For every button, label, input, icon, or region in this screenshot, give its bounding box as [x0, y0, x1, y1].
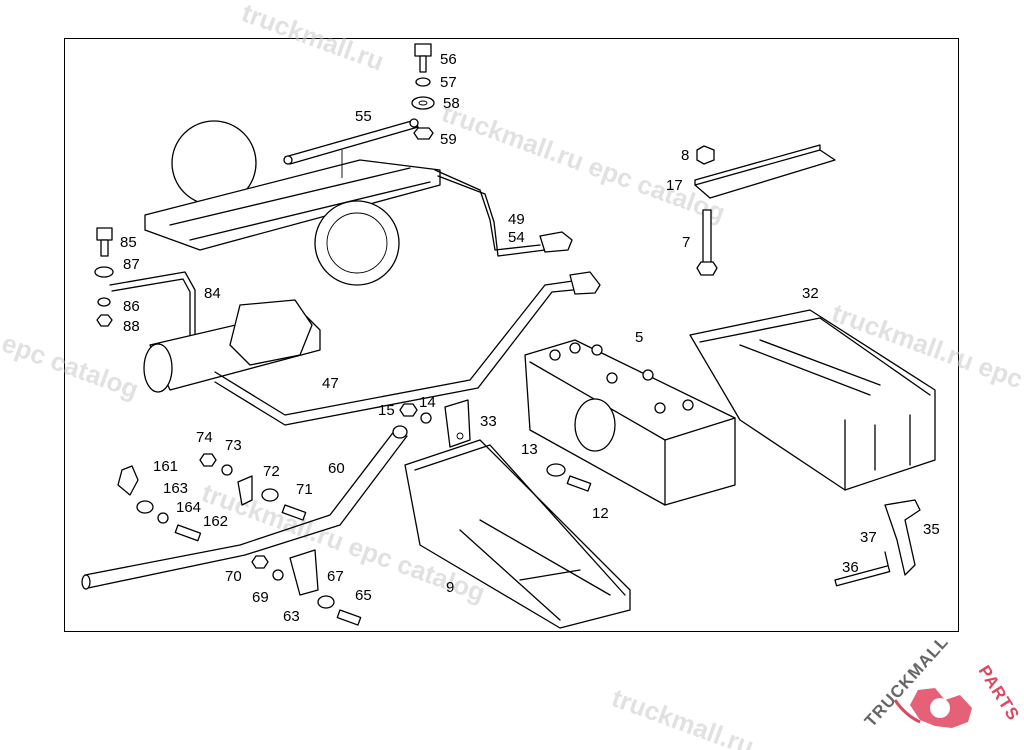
label-13: 13 — [521, 441, 538, 458]
label-33: 33 — [480, 413, 497, 430]
watermark-1: truckmall.ru — [238, 0, 388, 77]
label-49: 49 — [508, 211, 525, 228]
label-71: 71 — [296, 481, 313, 498]
diagram-frame — [64, 38, 959, 632]
label-14: 14 — [419, 394, 436, 411]
label-65: 65 — [355, 587, 372, 604]
fastener-group-left-drawing — [117, 453, 307, 542]
label-15: 15 — [378, 402, 395, 419]
pipe-60-drawing — [81, 425, 408, 590]
fastener-group-bottom-drawing — [251, 549, 362, 626]
cable-47-drawing — [214, 271, 601, 426]
part-number-labels: 56 57 58 59 55 49 54 85 87 84 86 88 47 8… — [120, 51, 940, 625]
label-59: 59 — [440, 131, 457, 148]
label-58: 58 — [443, 95, 460, 112]
label-63: 63 — [283, 608, 300, 625]
label-70: 70 — [225, 568, 242, 585]
latch-35-37-drawing — [834, 499, 921, 587]
label-60: 60 — [328, 460, 345, 477]
bracket-33-drawing — [444, 399, 471, 448]
strap-55-drawing — [283, 118, 419, 165]
bracket-17-assembly-drawing — [694, 144, 836, 276]
bolt-stack-56-59-drawing — [411, 43, 435, 140]
label-7: 7 — [682, 234, 690, 251]
chassis-frame-drawing — [144, 120, 441, 286]
label-85: 85 — [120, 234, 137, 251]
label-9: 9 — [446, 579, 454, 596]
watermark-4: epc catalog — [0, 327, 143, 404]
battery-tray-9-drawing — [404, 439, 631, 629]
label-87: 87 — [123, 256, 140, 273]
label-47: 47 — [322, 375, 339, 392]
label-69: 69 — [252, 589, 269, 606]
watermark-6: truckmall.ru — [608, 682, 758, 750]
label-37: 37 — [860, 529, 877, 546]
truckmall-parts-logo: TRUCKMALL PARTS — [861, 632, 1023, 731]
label-57: 57 — [440, 74, 457, 91]
label-86: 86 — [123, 298, 140, 315]
label-56: 56 — [440, 51, 457, 68]
label-5: 5 — [635, 329, 643, 346]
cable-49-54-drawing — [434, 169, 573, 257]
logo-brand-accent: PARTS — [975, 662, 1024, 724]
fastener-12-15-drawing — [399, 403, 592, 492]
label-17: 17 — [666, 177, 683, 194]
label-55: 55 — [355, 108, 372, 125]
label-12: 12 — [592, 505, 609, 522]
label-88: 88 — [123, 318, 140, 335]
label-32: 32 — [802, 285, 819, 302]
label-35: 35 — [923, 521, 940, 538]
label-164: 164 — [176, 499, 201, 516]
label-161: 161 — [153, 458, 178, 475]
label-36: 36 — [842, 559, 859, 576]
label-74: 74 — [196, 429, 213, 446]
label-8: 8 — [681, 147, 689, 164]
label-84: 84 — [204, 285, 221, 302]
label-72: 72 — [263, 463, 280, 480]
starter-motor-drawing — [143, 299, 321, 393]
bolt-stack-85-88-drawing — [94, 227, 114, 327]
label-67: 67 — [327, 568, 344, 585]
label-162: 162 — [203, 513, 228, 530]
label-54: 54 — [508, 229, 525, 246]
label-73: 73 — [225, 437, 242, 454]
battery-5-drawing — [524, 339, 736, 506]
battery-box-32-drawing — [689, 309, 936, 491]
label-163: 163 — [163, 480, 188, 497]
